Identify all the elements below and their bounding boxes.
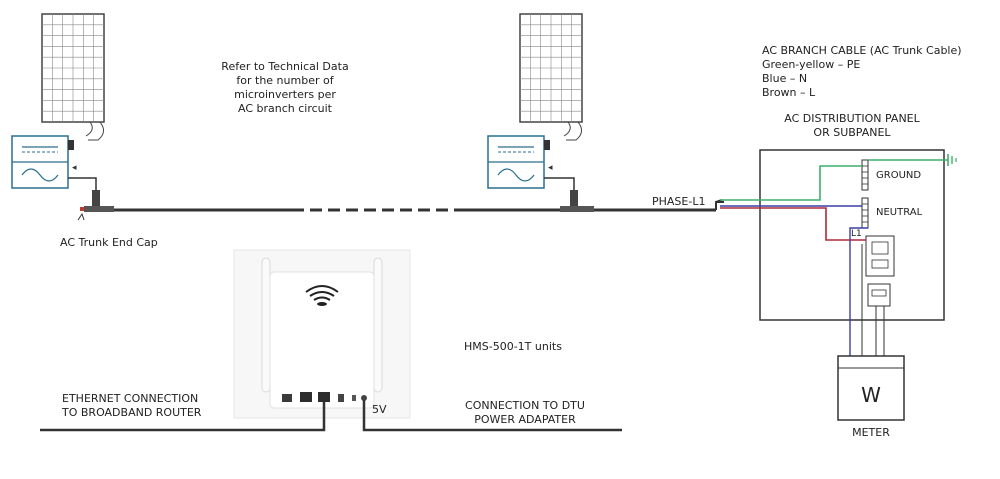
microinverter-icon: ◂ [11,135,97,192]
svg-text:◂: ◂ [72,163,77,173]
solar-panel-icon [519,13,583,141]
end-cap-label: AC Trunk End Cap [60,236,158,249]
microinverter-icon: ◂ [487,135,575,192]
wifi-icon [305,285,339,306]
ground-symbol-icon [947,154,957,166]
ground-label: GROUND [876,170,921,181]
ethernet-label: ETHERNET CONNECTION TO BROADBAND ROUTER [62,392,202,419]
panel-label: AC DISTRIBUTION PANEL OR SUBPANEL [784,112,920,139]
dtu-router-icon [233,249,411,419]
phase-label: PHASE-L1 [652,195,706,208]
solar-panel-icon [41,13,105,141]
l1-label: L1 [851,229,862,239]
meter-label: METER [852,426,890,439]
power-label: CONNECTION TO DTU POWER ADAPATER [465,399,585,426]
neutral-label: NEUTRAL [876,207,923,218]
ac-trunk-cable [114,199,724,212]
cable-legend: AC BRANCH CABLE (AC Trunk Cable) Green-y… [762,44,962,99]
five-v-label: 5V [372,403,387,416]
ac-distribution-panel [720,149,948,356]
technical-data-note: Refer to Technical Data for the number o… [221,60,349,115]
power-cable [362,400,622,432]
trunk-connector [560,190,594,212]
meter-icon: W [837,355,905,421]
meter-symbol: W [861,383,881,407]
units-label: HMS-500-1T units [464,340,562,353]
breaker-icon [865,235,895,307]
trunk-connector [77,190,114,221]
ethernet-cable [40,402,326,432]
svg-text:◂: ◂ [548,163,553,173]
